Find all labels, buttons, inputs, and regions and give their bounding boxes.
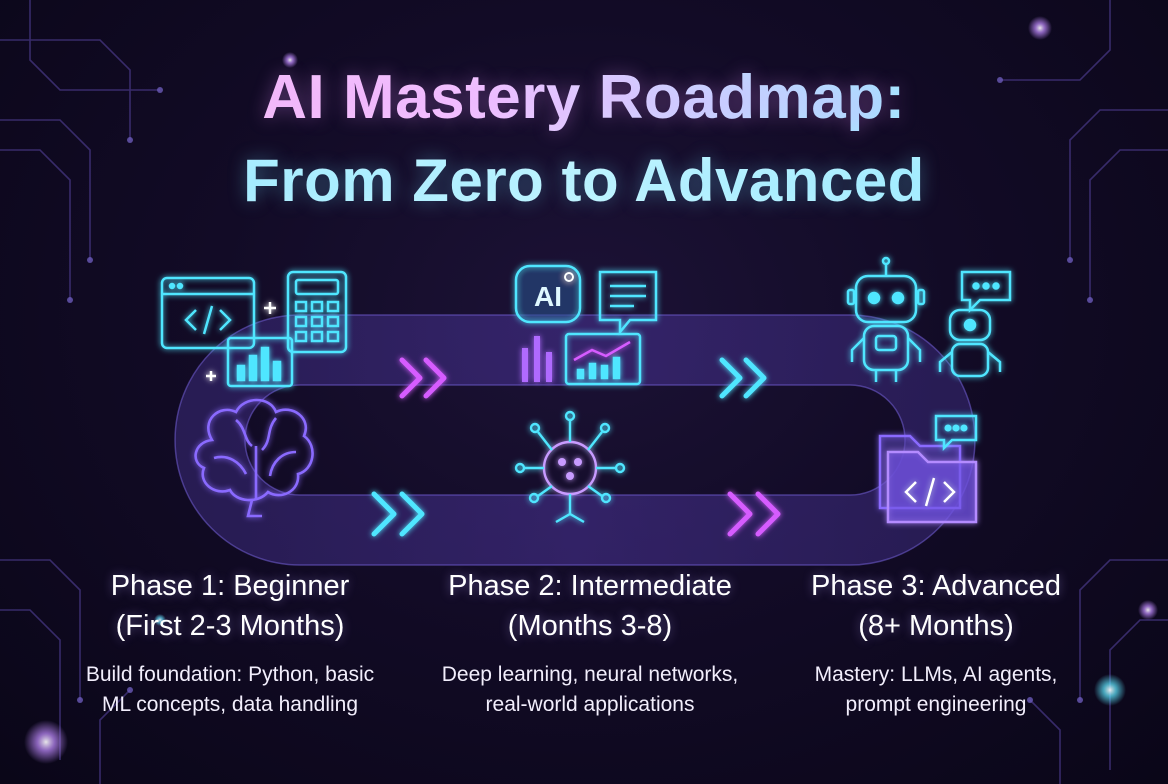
code-window-icon <box>160 276 256 350</box>
phase-1-timeframe: (First 2-3 Months) <box>115 610 345 642</box>
calculator-icon <box>286 270 348 354</box>
phase-1-description-line-1: Build foundation: Python, basic <box>85 663 375 686</box>
robot-icon <box>846 256 926 382</box>
chat-bubble-icon <box>960 270 1012 314</box>
phase-1-description-line-2: ML concepts, data handling <box>101 693 359 716</box>
phase-1-block: Phase 1: Beginner (First 2-3 Months) Bui… <box>50 566 410 720</box>
bar-chart-icon <box>226 336 294 388</box>
phase-2-timeframe: (Months 3-8) <box>507 610 673 642</box>
phase-3-description-line-1: Mastery: LLMs, AI agents, <box>814 663 1058 686</box>
phase-3-description-line-2: prompt engineering <box>845 693 1027 716</box>
chevron-right-icon <box>371 491 425 537</box>
phase-2-description-line-1: Deep learning, neural networks, <box>441 663 739 686</box>
circuit-traces-right <box>1000 0 1168 784</box>
chat-document-icon <box>598 270 658 336</box>
plus-icon <box>206 302 276 381</box>
neural-network-icon <box>514 410 626 524</box>
roadmap-track <box>174 314 976 566</box>
phase-1-heading: Phase 1: Beginner <box>110 570 350 602</box>
phase-3-block: Phase 3: Advanced (8+ Months) Mastery: L… <box>756 566 1116 720</box>
page-title: AI Mastery Roadmap: <box>0 62 1168 133</box>
page-subtitle: From Zero to Advanced <box>0 146 1168 215</box>
ai-badge-icon <box>514 264 582 324</box>
trend-chart-icon <box>564 332 642 386</box>
brain-icon <box>194 398 314 518</box>
phase-2-heading: Phase 2: Intermediate <box>448 570 732 602</box>
chat-bubble-icon <box>934 414 978 452</box>
phase-3-timeframe: (8+ Months) <box>858 610 1014 642</box>
phase-3-heading: Phase 3: Advanced <box>811 570 1061 602</box>
phase-2-block: Phase 2: Intermediate (Months 3-8) Deep … <box>410 566 770 720</box>
bar-chart-icon <box>522 336 552 382</box>
ai-badge-label: AI <box>534 281 562 312</box>
chevron-right-icon <box>727 491 781 537</box>
circuit-traces-left <box>0 0 160 784</box>
chevron-right-icon <box>719 357 767 399</box>
phase-2-description-line-2: real-world applications <box>485 693 695 716</box>
folder-code-icon <box>878 434 978 524</box>
chevron-right-icon <box>399 357 447 399</box>
